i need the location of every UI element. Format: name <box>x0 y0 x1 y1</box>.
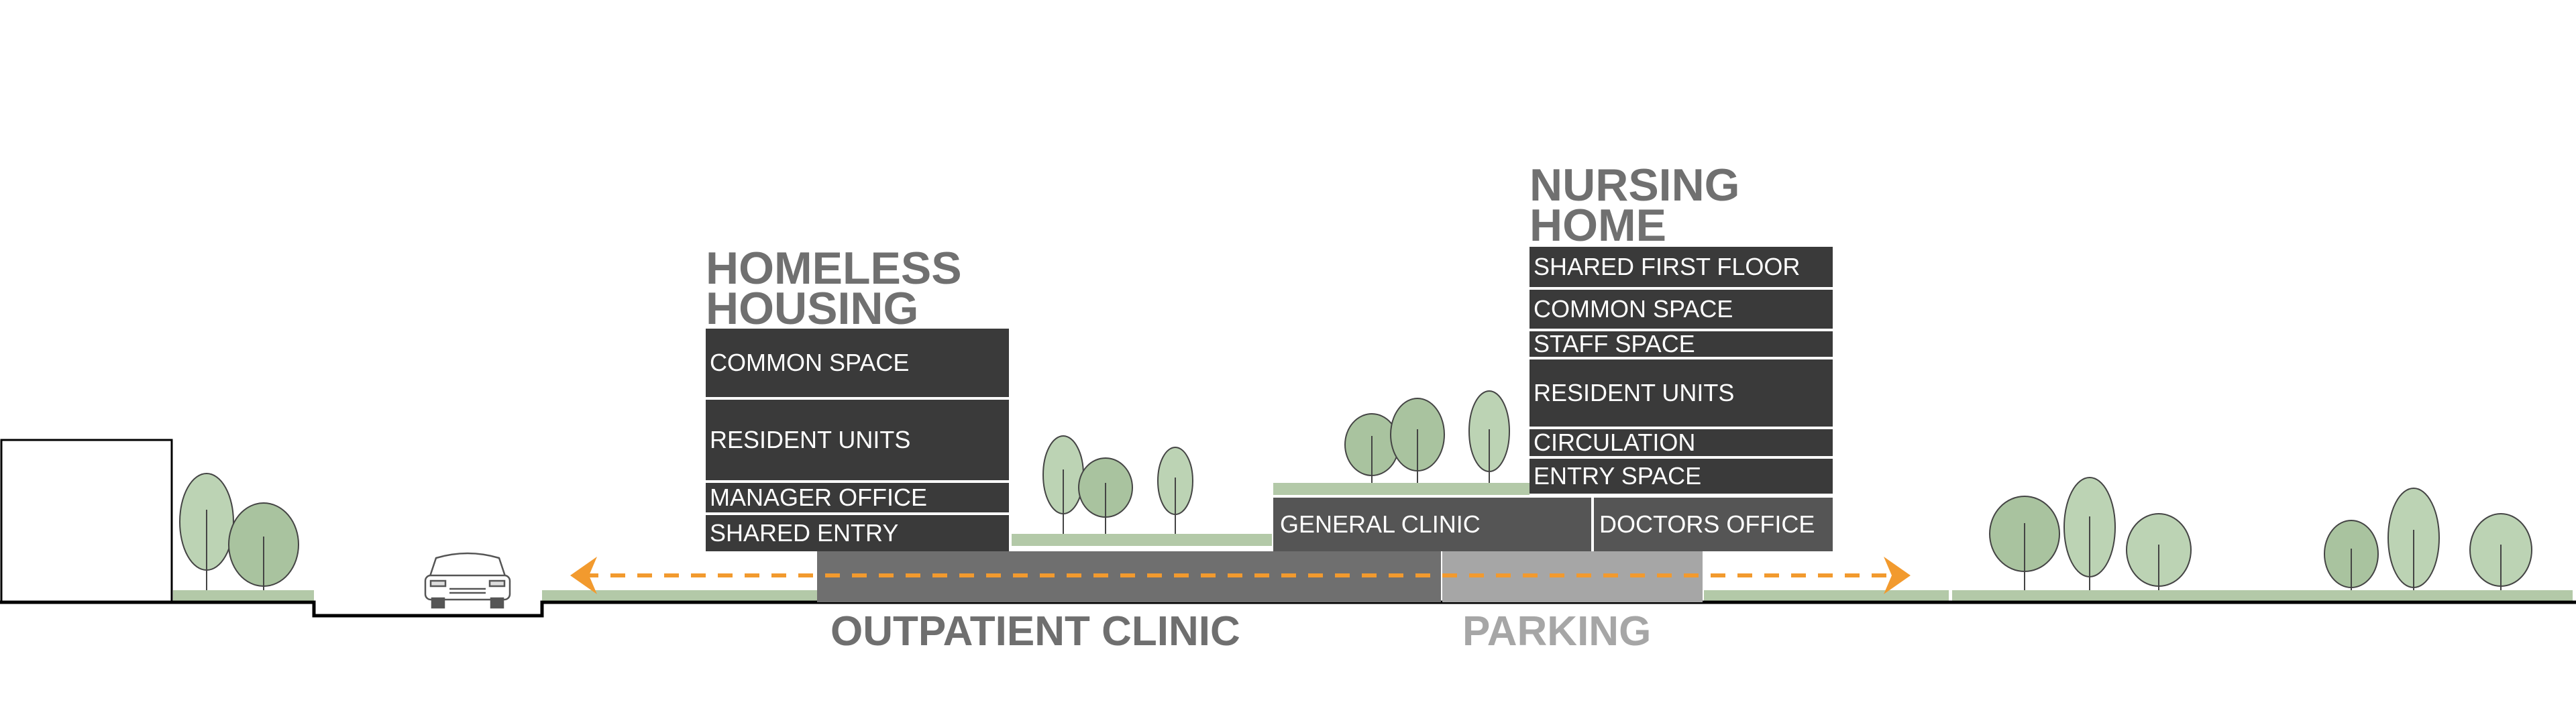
green-strip-roof-left <box>1012 534 1272 546</box>
doctors-office-block: DOCTORS OFFICE <box>1594 498 1833 551</box>
tree-icon <box>1468 390 1510 483</box>
nursing-home-title-line2: HOME <box>1529 200 1666 251</box>
nursing-floor-entry-space: ENTRY SPACE <box>1529 459 1833 496</box>
arrow-head-left <box>570 557 597 594</box>
homeless-housing-title-line1: HOMELESS <box>706 243 962 294</box>
homeless-floor-common-space: COMMON SPACE <box>706 329 1009 400</box>
homeless-housing-title: HOMELESS HOUSING <box>706 243 962 334</box>
green-strip-roof-mid <box>1273 483 1529 495</box>
nursing-home-title-line1: NURSING <box>1529 160 1740 211</box>
green-strip-right-1 <box>1704 590 1949 602</box>
green-strip-right-2 <box>1952 590 2573 602</box>
parking-label: PARKING <box>1462 608 1652 655</box>
tree-icon <box>1989 496 2060 590</box>
car-icon <box>424 552 511 609</box>
tree-icon <box>179 473 234 590</box>
tree-icon <box>2387 488 2440 590</box>
tree-icon <box>2469 513 2532 590</box>
tree-icon <box>228 502 299 590</box>
arrow-head-right <box>1884 557 1911 594</box>
homeless-floor-resident-units: RESIDENT UNITS <box>706 400 1009 483</box>
tree-icon <box>2324 520 2379 590</box>
homeless-floor-shared-entry: SHARED ENTRY <box>706 515 1009 551</box>
homeless-housing-title-line2: HOUSING <box>706 283 919 334</box>
general-clinic-block: GENERAL CLINIC <box>1273 498 1591 551</box>
nursing-home-title: NURSING HOME <box>1529 160 1740 251</box>
nursing-floor-resident-units: RESIDENT UNITS <box>1529 359 1833 429</box>
tree-icon <box>2126 513 2192 590</box>
tree-icon <box>1157 447 1193 534</box>
nursing-floor-staff-space: STAFF SPACE <box>1529 330 1833 359</box>
tree-icon <box>1390 398 1445 483</box>
tree-icon <box>1344 413 1399 483</box>
nursing-floor-common-space: COMMON SPACE <box>1529 290 1833 331</box>
nursing-floor-shared-first-floor: SHARED FIRST FLOOR <box>1529 247 1833 290</box>
green-strip-mid-left <box>542 590 818 602</box>
homeless-floor-manager-office: MANAGER OFFICE <box>706 483 1009 515</box>
tree-icon <box>1042 435 1084 534</box>
neighbor-building <box>0 439 173 604</box>
tree-icon <box>2063 477 2116 590</box>
ground-line <box>0 600 2576 618</box>
outpatient-clinic-label: OUTPATIENT CLINIC <box>830 608 1240 655</box>
trees <box>179 390 2532 590</box>
nursing-floor-circulation: CIRCULATION <box>1529 429 1833 459</box>
green-strip-left <box>173 590 314 602</box>
tree-icon <box>1078 457 1133 534</box>
